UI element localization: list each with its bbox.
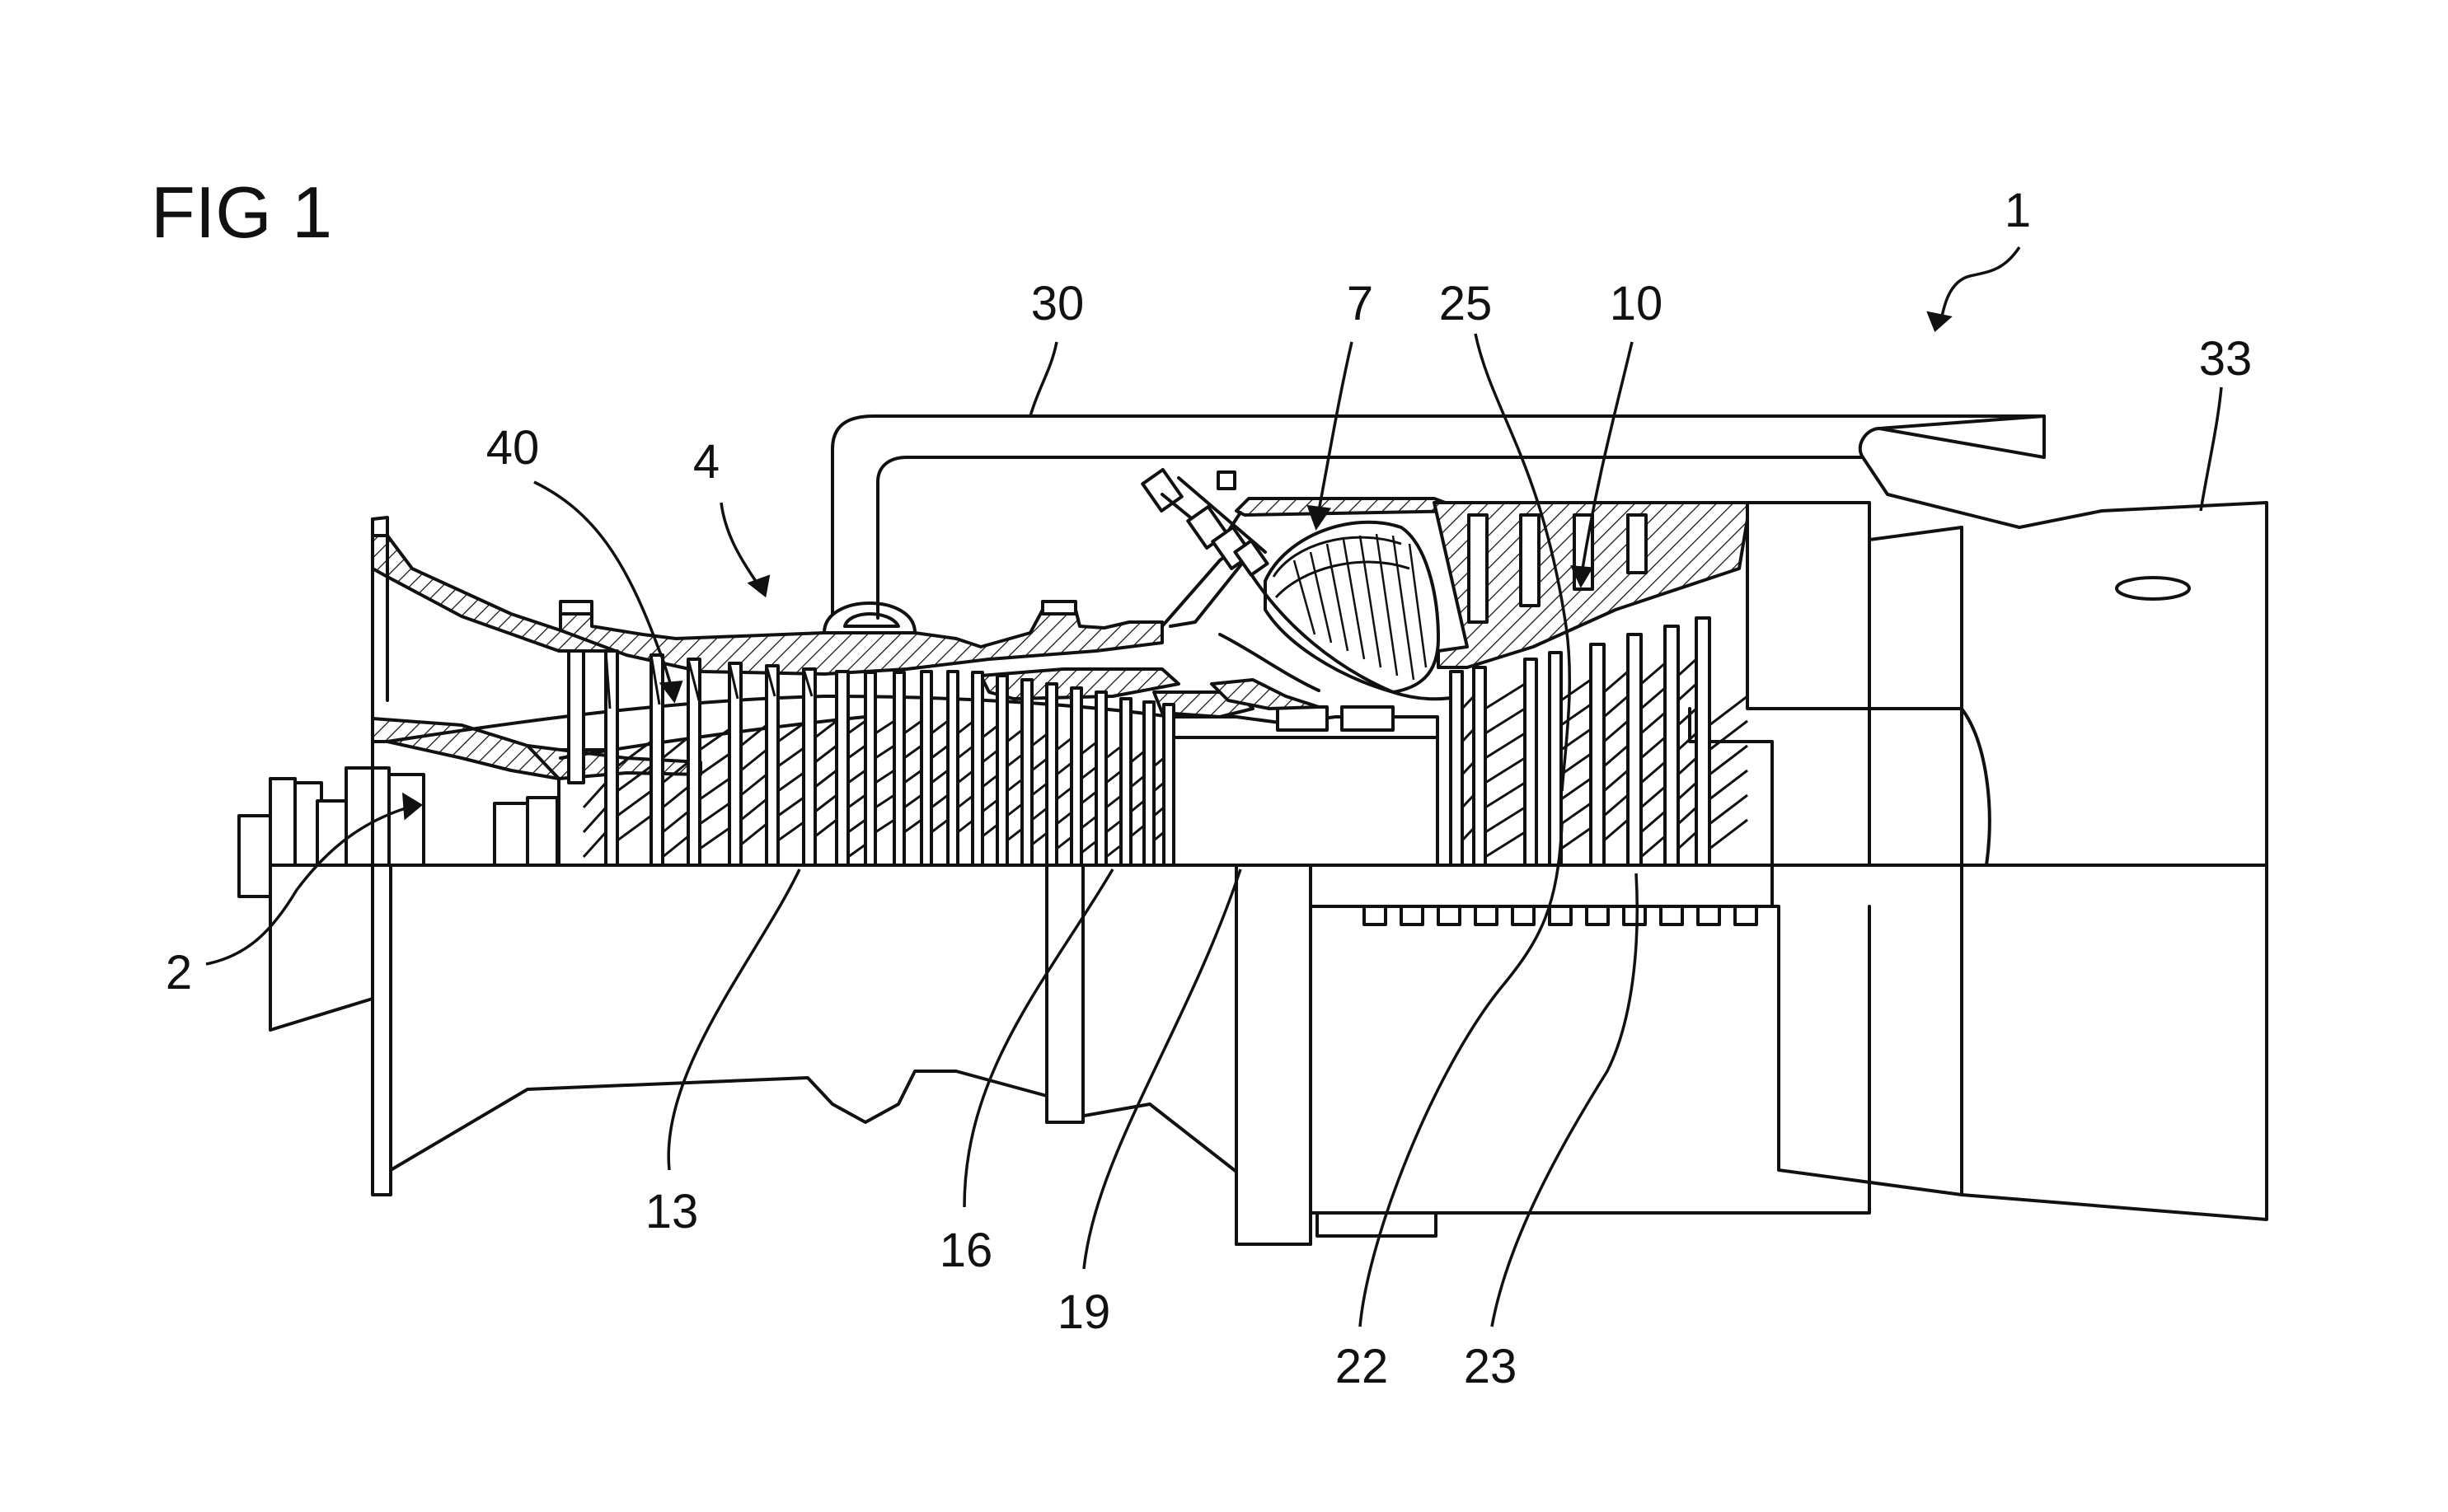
compressor-stator-vanes [604,650,814,709]
label-16: 16 [940,1224,993,1277]
label-10: 10 [1610,277,1663,330]
label-40: 40 [486,421,540,475]
lower-casing [269,864,2268,1246]
label-1: 1 [2005,184,2031,237]
label-4: 4 [693,435,720,489]
reference-numerals: 1 2 4 7 10 13 16 19 22 23 25 30 33 40 [166,184,2252,1393]
leader-lines [205,246,2223,1327]
label-7: 7 [1347,277,1373,330]
label-33: 33 [2199,332,2253,386]
figure-title: FIG 1 [151,171,332,253]
combustor [1141,468,1469,701]
label-13: 13 [645,1185,699,1238]
bypass-duct [831,414,2046,620]
center-section [1172,678,1439,867]
turbine-disk-teeth [1309,905,1774,926]
turbine-casing [1433,501,1873,867]
label-23: 23 [1464,1340,1517,1393]
label-30: 30 [1031,277,1085,330]
compressor-vane-hatching [582,719,1165,859]
turbine-blade-rows [1449,616,1711,867]
label-19: 19 [1058,1285,1111,1339]
label-22: 22 [1335,1340,1389,1393]
label-2: 2 [166,946,192,999]
label-25: 25 [1439,277,1493,330]
exhaust-section [1861,456,2268,867]
